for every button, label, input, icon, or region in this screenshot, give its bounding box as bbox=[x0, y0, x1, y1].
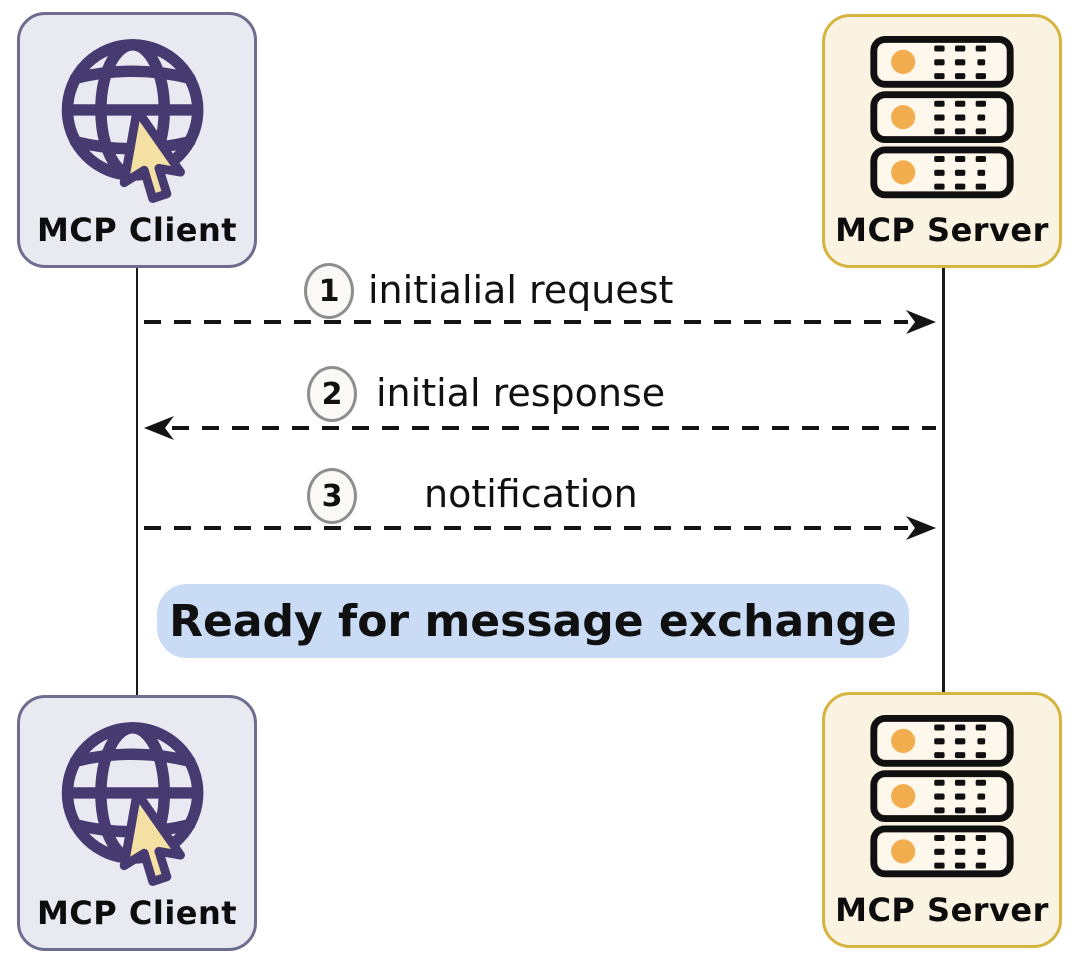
node-label: MCP Client bbox=[36, 211, 238, 249]
message-3-arrow-right bbox=[144, 516, 936, 540]
message-number: 3 bbox=[321, 478, 343, 514]
message-2-label: initial response bbox=[376, 371, 666, 415]
globe-cursor-icon bbox=[49, 15, 225, 211]
globe-cursor-icon bbox=[49, 698, 225, 894]
node-mcp-server-top: MCP Server bbox=[822, 14, 1062, 268]
message-1-arrow-right bbox=[144, 310, 936, 334]
server-rack-icon bbox=[860, 17, 1024, 211]
message-1-label: initialial request bbox=[368, 268, 674, 312]
server-rack-icon bbox=[860, 695, 1024, 891]
message-3-number-badge: 3 bbox=[307, 468, 357, 524]
message-2-number-badge: 2 bbox=[307, 366, 357, 422]
node-mcp-client-top: MCP Client bbox=[17, 12, 257, 268]
ready-banner: Ready for message exchange bbox=[157, 584, 909, 658]
message-1-number-badge: 1 bbox=[304, 263, 354, 319]
message-number: 2 bbox=[321, 376, 343, 412]
node-label: MCP Server bbox=[835, 891, 1049, 929]
node-mcp-server-bottom: MCP Server bbox=[822, 692, 1062, 948]
node-label: MCP Client bbox=[36, 894, 238, 932]
server-lifeline bbox=[942, 268, 945, 692]
client-lifeline bbox=[136, 268, 138, 695]
message-number: 1 bbox=[318, 273, 340, 309]
message-3-label: notification bbox=[424, 472, 638, 516]
ready-banner-label: Ready for message exchange bbox=[169, 595, 897, 647]
message-2-arrow-left bbox=[144, 416, 936, 440]
node-label: MCP Server bbox=[835, 211, 1049, 249]
node-mcp-client-bottom: MCP Client bbox=[17, 695, 257, 951]
